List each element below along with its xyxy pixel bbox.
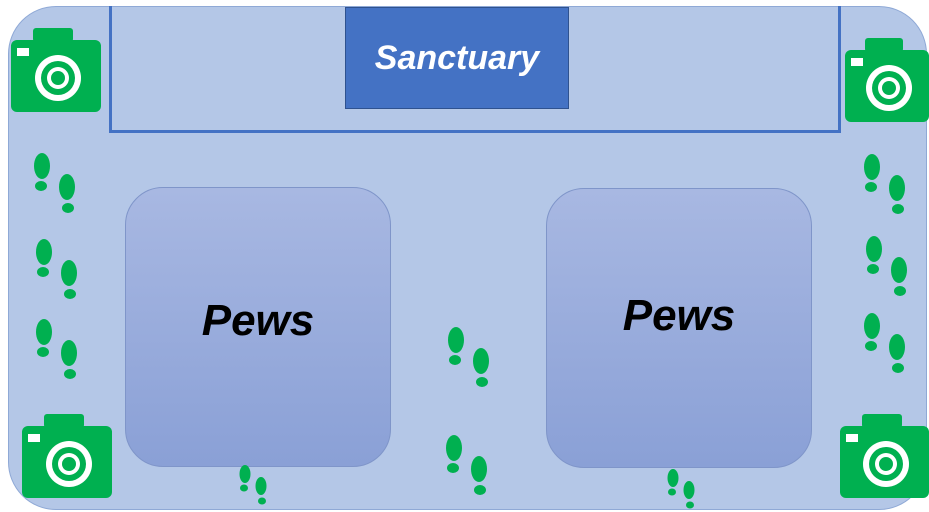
camera-icon [22,414,112,498]
footprints-icon [860,312,910,378]
sanctuary-label: Sanctuary [345,7,569,109]
pews-block-left: Pews [125,187,391,467]
sanctuary-area [109,6,841,133]
footprints-icon [860,153,910,219]
footprints-icon [32,318,82,384]
footprints-icon [236,464,270,508]
footprints-icon [862,235,912,301]
footprints-icon [30,152,80,218]
camera-icon [845,38,929,122]
pews-label-right: Pews [622,291,736,340]
camera-icon [840,414,929,498]
pews-block-right: Pews [546,188,812,468]
footprints-icon [664,468,698,512]
footprints-icon [442,434,492,500]
footprints-icon [444,326,494,392]
camera-icon [11,28,101,112]
footprints-icon [32,238,82,304]
pews-label-left: Pews [201,296,315,345]
